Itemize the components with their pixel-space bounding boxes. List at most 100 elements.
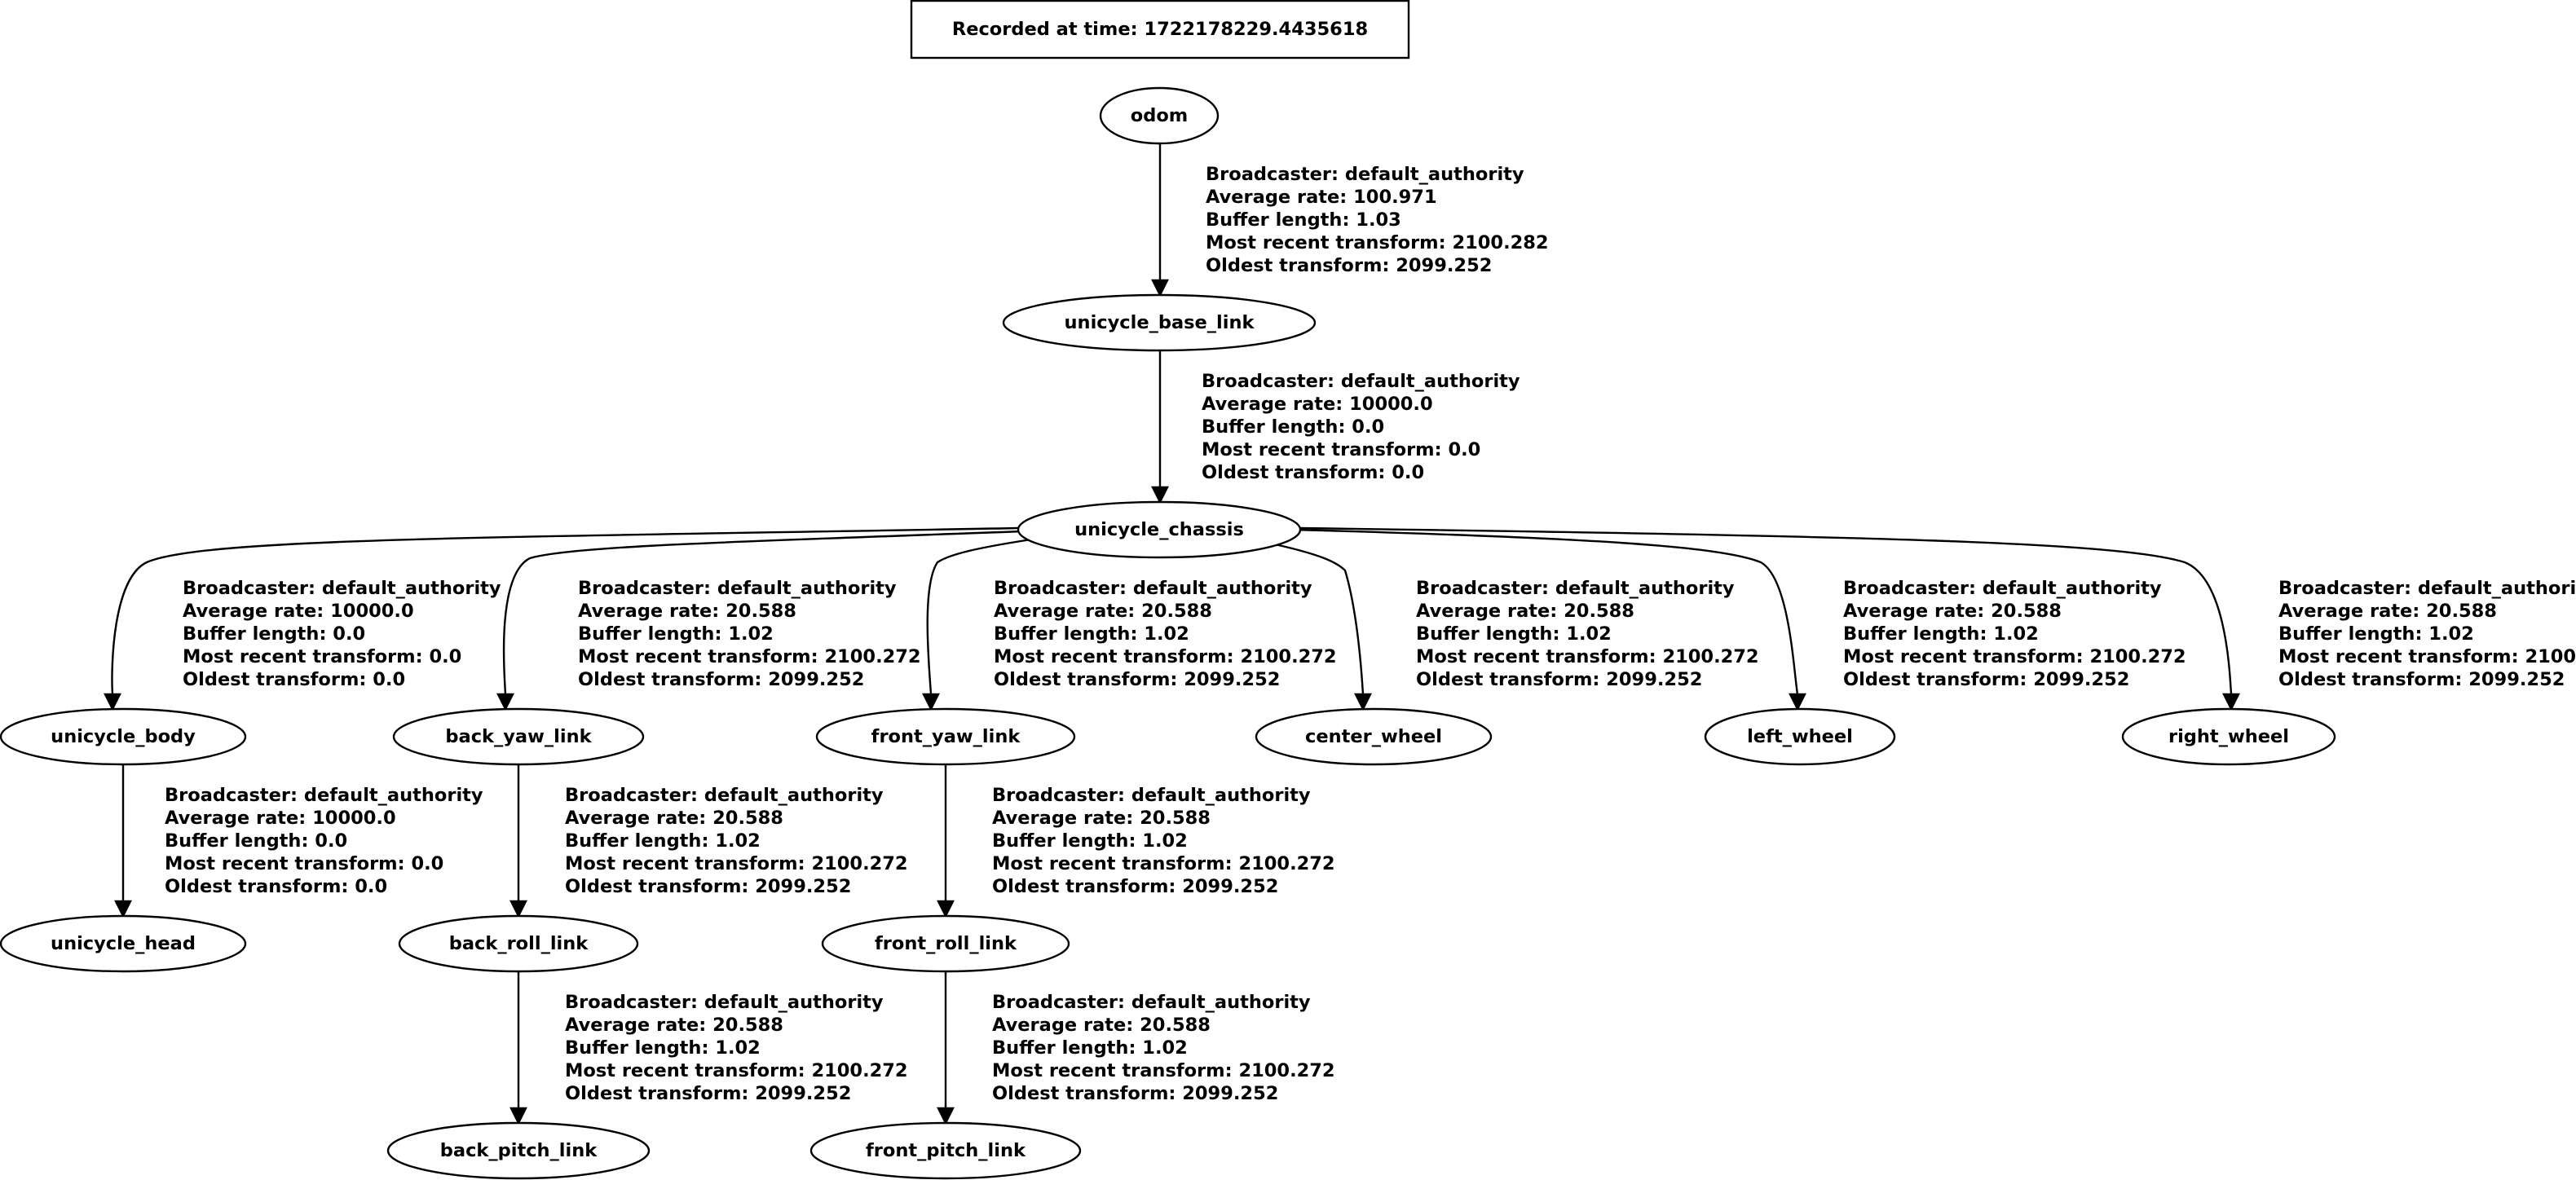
node-back-yaw-link: back_yaw_link [392,707,645,766]
buffer-length-text: Buffer length: 1.02 [1416,623,1612,645]
average-rate-text: Average rate: 20.588 [578,601,796,622]
average-rate-text: Average rate: 20.588 [565,1015,783,1036]
arrowhead [2222,693,2240,711]
broadcaster-text: Broadcaster: default_authority [565,785,884,806]
buffer-length-text: Buffer length: 0.0 [183,623,365,645]
buffer-length-text: Buffer length: 1.02 [992,1037,1188,1059]
arrowhead [1789,693,1806,711]
oldest-transform-text: Oldest transform: 2099.252 [2278,669,2565,690]
arrowhead [937,900,955,918]
most-recent-transform-text: Most recent transform: 2100.272 [578,646,921,667]
arrowhead [1354,693,1372,711]
average-rate-text: Average rate: 20.588 [1843,601,2062,622]
broadcaster-text: Broadcaster: default_authority [1843,578,2162,599]
edge-chassis-back-yaw [502,530,1024,695]
node-label: back_roll_link [449,933,589,954]
buffer-length-text: Buffer length: 0.0 [1202,416,1384,438]
average-rate-text: Average rate: 10000.0 [165,808,396,829]
oldest-transform-text: Oldest transform: 2099.252 [994,669,1280,690]
average-rate-text: Average rate: 20.588 [565,808,783,829]
oldest-transform-text: Oldest transform: 2099.252 [992,1083,1278,1104]
edge-label-front-yaw-front-roll: Broadcaster: default_authority Average r… [992,785,1341,897]
oldest-transform-text: Oldest transform: 2099.252 [1843,669,2129,690]
arrowhead [1151,279,1169,297]
node-label: odom [1131,105,1188,126]
buffer-length-text: Buffer length: 1.02 [2278,623,2474,645]
oldest-transform-text: Oldest transform: 2099.252 [578,669,864,690]
broadcaster-text: Broadcaster: default_authority [2278,578,2576,599]
most-recent-transform-text: Most recent transform: 2100.272 [1843,646,2186,667]
edge-label-body-head: Broadcaster: default_authority Average r… [165,785,489,897]
average-rate-text: Average rate: 100.971 [1206,187,1437,208]
edge-label-chassis-right-wheel: Broadcaster: default_authority Average r… [2278,578,2576,690]
edge-label-front-roll-front-pitch: Broadcaster: default_authority Average r… [992,992,1341,1104]
average-rate-text: Average rate: 20.588 [992,808,1211,829]
average-rate-text: Average rate: 20.588 [1416,601,1634,622]
oldest-transform-text: Oldest transform: 0.0 [165,876,387,897]
edge-chassis-right-wheel [1297,526,2233,695]
edge-chassis-center-wheel [1267,541,1365,695]
node-label: right_wheel [2168,726,2289,747]
node-unicycle-base-link: unicycle_base_link [1002,293,1317,352]
node-label: front_roll_link [875,933,1017,954]
edge-labels: Broadcaster: default_authority Average r… [165,164,2576,1104]
edge-chassis-body [111,526,1020,695]
node-label: unicycle_base_link [1065,312,1255,333]
buffer-length-text: Buffer length: 1.03 [1206,209,1401,231]
oldest-transform-text: Oldest transform: 2099.252 [565,1083,851,1104]
node-label: center_wheel [1305,726,1442,747]
oldest-transform-text: Oldest transform: 2099.252 [565,876,851,897]
edge-label-chassis-left-wheel: Broadcaster: default_authority Average r… [1843,578,2192,690]
buffer-length-text: Buffer length: 0.0 [165,830,347,852]
edge-label-chassis-back-yaw: Broadcaster: default_authority Average r… [578,578,927,690]
arrowhead [496,693,514,711]
most-recent-transform-text: Most recent transform: 2100.282 [1206,232,1549,253]
node-front-pitch-link: front_pitch_link [809,1121,1082,1180]
most-recent-transform-text: Most recent transform: 2100.272 [2278,646,2576,667]
node-center-wheel: center_wheel [1255,707,1493,766]
broadcaster-text: Broadcaster: default_authority [992,992,1311,1013]
edges [104,143,2240,1125]
edge-chassis-left-wheel [1294,528,1799,695]
broadcaster-text: Broadcaster: default_authority [1206,164,1524,185]
most-recent-transform-text: Most recent transform: 2100.272 [565,853,908,874]
node-label: back_yaw_link [445,726,592,747]
most-recent-transform-text: Most recent transform: 0.0 [165,853,443,874]
node-odom: odom [1099,86,1220,145]
most-recent-transform-text: Most recent transform: 0.0 [1202,439,1480,460]
node-label: front_yaw_link [871,726,1021,747]
arrowhead [1151,486,1169,504]
recorded-time-box: Recorded at time: 1722178229.4435618 [910,0,1410,59]
node-front-yaw-link: front_yaw_link [815,707,1076,766]
most-recent-transform-text: Most recent transform: 2100.272 [992,853,1335,874]
broadcaster-text: Broadcaster: default_authority [994,578,1312,599]
edge-chassis-front-yaw [926,538,1032,695]
arrowhead [509,1107,527,1125]
node-right-wheel: right_wheel [2121,707,2336,766]
node-back-roll-link: back_roll_link [398,914,639,973]
average-rate-text: Average rate: 10000.0 [1202,394,1433,415]
oldest-transform-text: Oldest transform: 0.0 [183,669,405,690]
node-unicycle-chassis: unicycle_chassis [1017,500,1302,559]
buffer-length-text: Buffer length: 1.02 [992,830,1188,852]
arrowhead [922,693,940,711]
average-rate-text: Average rate: 10000.0 [183,601,414,622]
broadcaster-text: Broadcaster: default_authority [992,785,1311,806]
average-rate-text: Average rate: 20.588 [994,601,1212,622]
broadcaster-text: Broadcaster: default_authority [183,578,501,599]
buffer-length-text: Buffer length: 1.02 [578,623,774,645]
node-label: front_pitch_link [866,1140,1026,1161]
broadcaster-text: Broadcaster: default_authority [578,578,897,599]
buffer-length-text: Buffer length: 1.02 [565,1037,761,1059]
node-unicycle-body: unicycle_body [0,707,247,766]
most-recent-transform-text: Most recent transform: 2100.272 [1416,646,1759,667]
oldest-transform-text: Oldest transform: 2099.252 [1206,255,1492,276]
edge-label-chassis-center-wheel: Broadcaster: default_authority Average r… [1416,578,1765,690]
buffer-length-text: Buffer length: 1.02 [994,623,1189,645]
node-front-roll-link: front_roll_link [821,914,1070,973]
average-rate-text: Average rate: 20.588 [992,1015,1211,1036]
buffer-length-text: Buffer length: 1.02 [565,830,761,852]
arrowhead [114,900,132,918]
most-recent-transform-text: Most recent transform: 2100.272 [994,646,1337,667]
node-label: unicycle_chassis [1074,519,1244,540]
